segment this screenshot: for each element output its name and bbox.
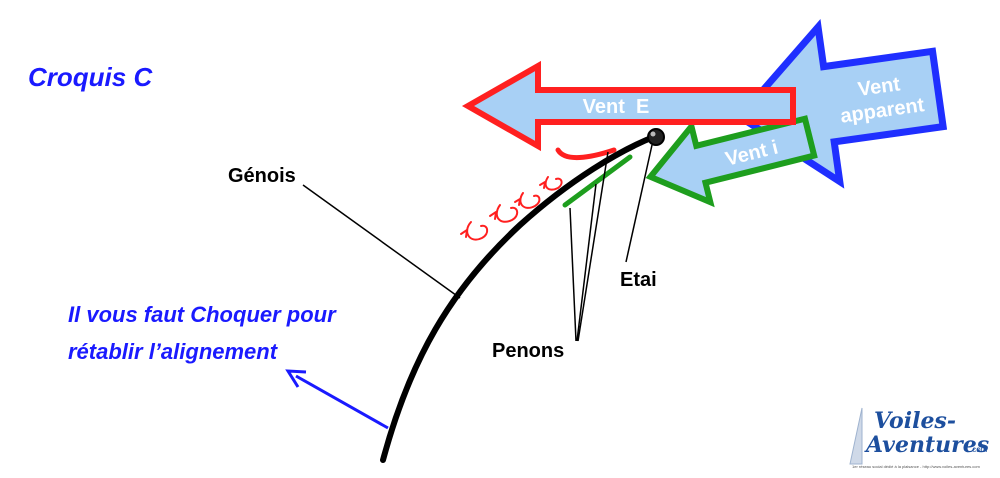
sketch-title: Croquis C bbox=[28, 62, 153, 92]
instruction-line2: rétablir l’alignement bbox=[68, 339, 279, 364]
genois-leader bbox=[302, 184, 461, 299]
voiles-aventures-logo: Voiles- Aventures .com 1er réseau social… bbox=[849, 407, 989, 469]
vent-i-arrow: Vent i bbox=[645, 115, 818, 208]
ease-out-arrow bbox=[285, 369, 389, 430]
vent-e-arrow-shape bbox=[461, 60, 796, 152]
mast-icon bbox=[647, 128, 665, 146]
logo-suffix: .com bbox=[970, 445, 988, 454]
genoa-sail bbox=[380, 133, 659, 463]
etai-label: Etai bbox=[620, 269, 657, 291]
penons-leaders bbox=[569, 151, 609, 342]
sailboat-logo-icon bbox=[849, 407, 863, 465]
logo-line1: Voiles- bbox=[874, 408, 956, 434]
logo-line2: Aventures bbox=[864, 432, 989, 458]
logo-tagline: 1er réseau social dédié à la plaisance -… bbox=[852, 464, 981, 469]
vent-e-label: Vent E bbox=[583, 96, 650, 118]
vent-i-arrow-shape bbox=[645, 115, 818, 208]
mast-highlight bbox=[650, 131, 656, 137]
genois-label: Génois bbox=[228, 165, 296, 187]
penon-green bbox=[562, 154, 633, 208]
penon-red bbox=[555, 147, 617, 161]
instruction-line1: Il vous faut Choquer pour bbox=[68, 302, 337, 327]
vent-e-arrow: Vent E bbox=[461, 60, 796, 152]
penons-label: Penons bbox=[492, 340, 564, 362]
etai-leader bbox=[625, 144, 653, 263]
turbulence-swirl-icon bbox=[460, 176, 563, 241]
